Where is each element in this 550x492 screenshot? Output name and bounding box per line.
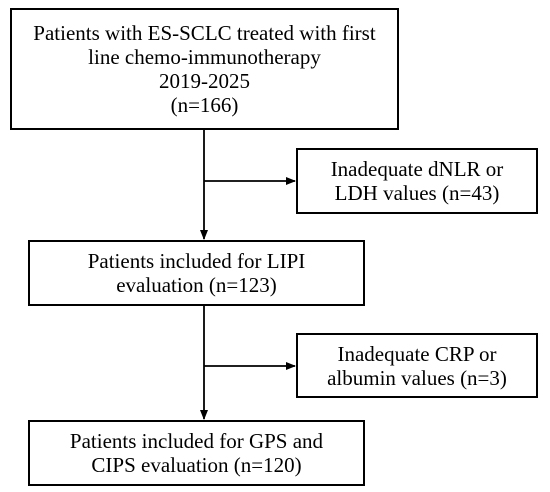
box-text-line: albumin values (n=3) <box>327 365 507 390</box>
box-patients-treated: Patients with ES-SCLC treated with first… <box>10 8 399 130</box>
box-included-gps-cips: Patients included for GPS and CIPS evalu… <box>28 420 365 486</box>
box-text-line: Patients included for LIPI <box>87 249 306 273</box>
box-text-line: line chemo-immunotherapy <box>88 45 321 69</box>
box-text-line: evaluation (n=123) <box>116 273 277 297</box>
box-text-line: Inadequate CRP or <box>337 341 497 366</box>
box-exclusion-crp-albumin: Inadequate CRP or albumin values (n=3) <box>296 333 538 398</box>
box-included-lipi: Patients included for LIPI evaluation (n… <box>28 240 365 306</box>
box-text-line: Inadequate dNLR or <box>330 157 504 181</box>
box-text-line: CIPS evaluation (n=120) <box>91 453 302 477</box>
box-text-line: LDH values (n=43) <box>334 181 500 205</box>
box-text-line: 2019-2025 <box>159 69 250 93</box>
box-text-line: (n=166) <box>170 93 239 117</box>
box-text-line: Patients with ES-SCLC treated with first <box>33 21 376 45</box>
box-text-line: Patients included for GPS and <box>69 429 324 453</box>
box-exclusion-dnlr-ldh: Inadequate dNLR or LDH values (n=43) <box>296 148 538 214</box>
